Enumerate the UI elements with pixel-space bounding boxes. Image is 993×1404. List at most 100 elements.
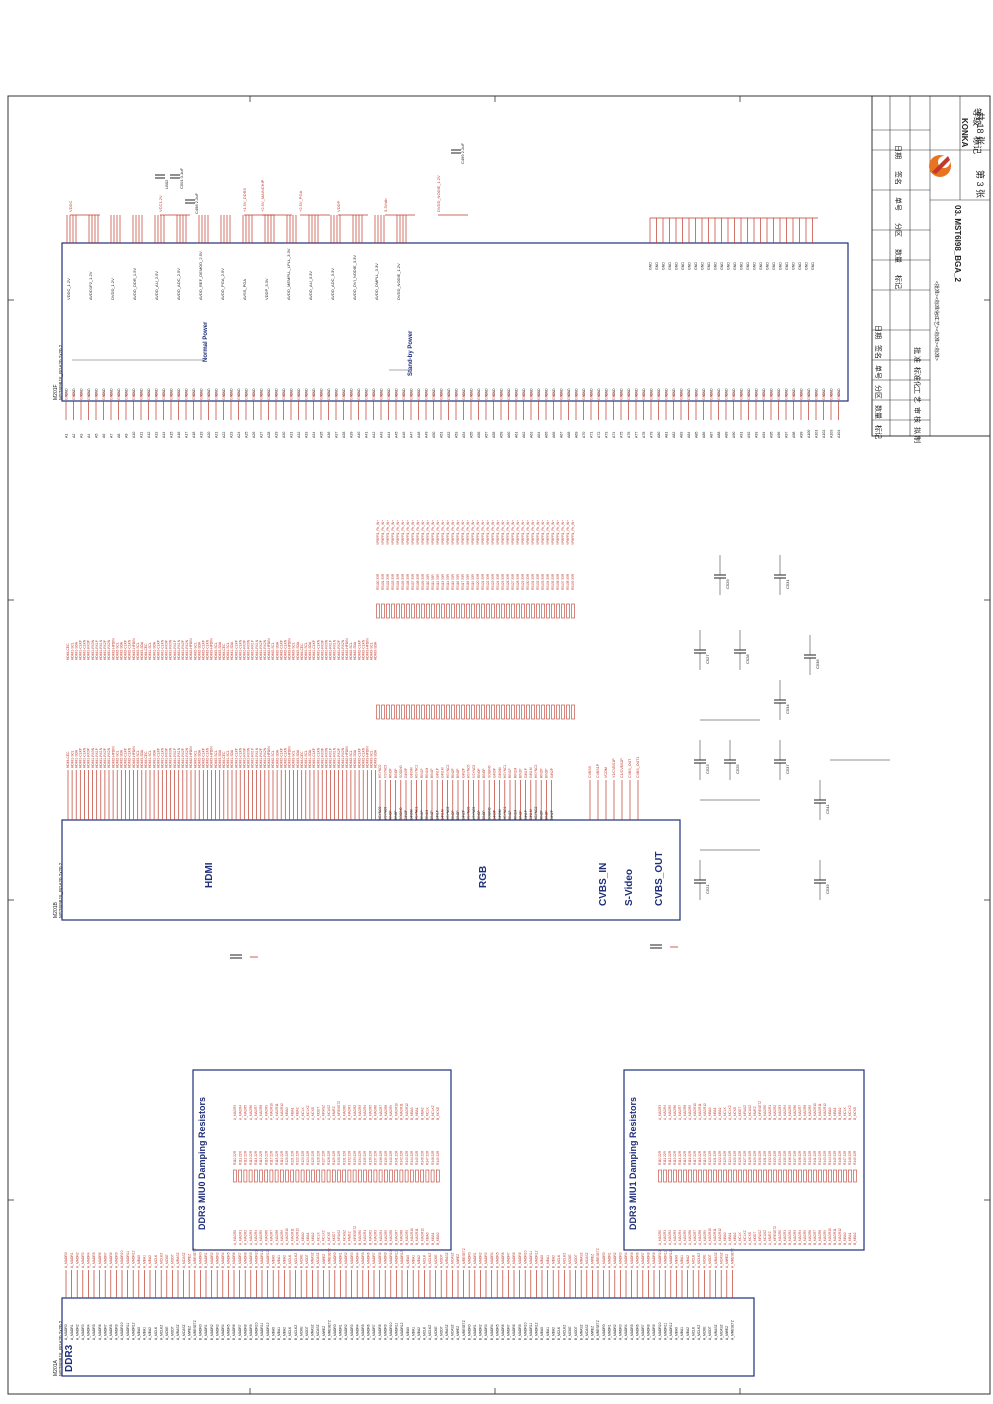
capacitor-icon [556, 704, 560, 720]
resistor-icon [713, 1169, 717, 1183]
resistor-label: R113 22R [673, 1150, 677, 1165]
ddr-net-label: A_MADR10 [120, 1250, 124, 1268]
resistor-label: R131 22R [763, 1150, 767, 1165]
pin-label: GND [627, 392, 631, 400]
pin-label: GND [830, 392, 834, 400]
power-part: MST6I98JX_BGA20 2x20.2 [58, 344, 63, 400]
resistor-label: R128 22R [327, 1150, 331, 1165]
resistor-icon [415, 1169, 419, 1183]
capacitor-icon [491, 704, 495, 720]
hdmi-net-label: HDMI1-CLKP [234, 639, 238, 660]
pin-label: GND [733, 262, 737, 270]
resistor-icon [658, 1169, 662, 1183]
net-label: A_MBA0 [285, 1107, 289, 1120]
pin-number: A73 [605, 432, 609, 438]
ddr-pin-label: B_MADR0 [199, 1324, 203, 1340]
pin-number: A75 [620, 432, 624, 438]
net-label: A_MBA1 [713, 1107, 717, 1120]
rgb-pin-label: HSYNC1 [415, 806, 419, 820]
pin-label: GND [710, 392, 714, 400]
net-label: B_MADR7 [394, 1230, 398, 1245]
resistor-icon [357, 1169, 362, 1183]
pin-number: A66 [552, 432, 556, 438]
pin-label: GND [680, 388, 684, 396]
hdmi-net-label: HDMI2-SCL [271, 750, 275, 768]
resistor-icon [254, 1169, 258, 1183]
capacitor-icon [461, 704, 465, 720]
pin-label: GND [792, 262, 796, 270]
resistor-icon [290, 1169, 295, 1183]
ddr-pin-label: A_MADR4 [87, 1324, 91, 1340]
pin-label: GND [714, 262, 718, 270]
ddr-pin-label: B_MADR5 [227, 1324, 231, 1340]
ddr-net-label: B_MADR0 [199, 1252, 203, 1268]
ddr-net-label: B_MRESETZ [596, 1248, 600, 1268]
resistor-label: R125 22R [311, 1150, 315, 1165]
net-label: A_MADR8 [698, 1230, 702, 1245]
pin-label: GND [680, 392, 684, 400]
resistor-label: R5138 33R [566, 573, 570, 590]
net-label: B_MADR9 [808, 1105, 812, 1120]
ddr-pin-label: A_MCLKZ [697, 1325, 701, 1340]
tb-field-cell: <标准> [933, 345, 940, 361]
pin-label: GND [372, 392, 376, 400]
resistor-icon [496, 603, 500, 619]
pin-number: A98 [792, 432, 796, 438]
net-label: A_MADR0 [233, 1230, 237, 1245]
net-label: YPBPR1_Pb_IN+ [411, 520, 415, 545]
rgb-pin-label: BIN2P [456, 810, 460, 820]
pin-label: GND [320, 392, 324, 400]
ddr-net-label: B_MADR2 [210, 1252, 214, 1268]
normal-power-label: Normal Power [203, 321, 209, 362]
pin-label: GND [140, 392, 144, 400]
ddr-net-label: A_MADR3 [350, 1252, 354, 1268]
pin-number: A89 [725, 432, 729, 438]
pin-label: GND [552, 392, 556, 400]
ddr-net-label: A_MADR9 [652, 1252, 656, 1268]
component-label: C498 2.2uF [194, 193, 199, 214]
pin-label: GND [807, 388, 811, 396]
ddr-net-label: A_MADR1 [339, 1252, 343, 1268]
pin-label: GND [755, 388, 759, 396]
hdmi-net-label: HDMI1-RX2N [107, 639, 111, 660]
resistor-label: R148 22R [848, 1150, 852, 1165]
net-label: A_MBA0 [723, 1232, 727, 1245]
ddr-net-label: B_MCLKZ [563, 1253, 567, 1268]
pin-label: GND [627, 388, 631, 396]
ddr-pin-label: A_MRASZ [445, 1324, 449, 1340]
ddr-pin-label: B_MADR5 [495, 1324, 499, 1340]
net-label: B_MADR7 [379, 1105, 383, 1120]
ddr-net-label: B_MADR11 [260, 1251, 264, 1268]
hdmi-net-label: HDMI2-CLKP [124, 639, 128, 660]
pin-label: GND [185, 392, 189, 400]
pin-label: GND [635, 392, 639, 400]
net-label: A_MADR12 [280, 1103, 284, 1120]
ddr-pin-label: A_MADR7 [372, 1324, 376, 1340]
net-label: YPBPR1_Pb_IN+ [561, 520, 565, 545]
ddr-label: DDR3 [64, 1344, 75, 1372]
net-label: A_MRASZ [337, 1230, 341, 1245]
pin-label: GND [811, 262, 815, 270]
net-label: B_MADR12 [838, 1228, 842, 1245]
pin-label: GND [762, 392, 766, 400]
hdmi-net-label: HDMI1-RX0P [320, 639, 324, 660]
pin-label: GND [320, 388, 324, 396]
resistor-label: R135 22R [783, 1150, 787, 1165]
logo-text: KONKA [960, 118, 969, 148]
pin-label: GND [530, 392, 534, 400]
resistor-icon [743, 1169, 747, 1183]
rgb-pin-label: RIN1M [513, 809, 517, 820]
svideo-label: S-Video [624, 869, 635, 906]
power-rail-label: 3.3Vstb [383, 198, 388, 212]
pin-label: GND [746, 262, 750, 270]
pin-label: GND [215, 392, 219, 400]
net-label: B_MADR11 [415, 1228, 419, 1245]
ddr-pin-label: A_MADR9 [652, 1324, 656, 1340]
ddr-pin-label: A_MADR9 [115, 1324, 119, 1340]
hdmi-net-label: HDMI1-RX0P [165, 747, 169, 768]
capacitor-icon [421, 704, 425, 720]
net-label: YPBPR1_Pb_IN+ [516, 520, 520, 545]
hdmi-net-label: HDMI2-CLKN [361, 747, 365, 768]
net-label: A_MADR10 [708, 1228, 712, 1245]
net-label: A_MCLK [301, 1106, 305, 1120]
